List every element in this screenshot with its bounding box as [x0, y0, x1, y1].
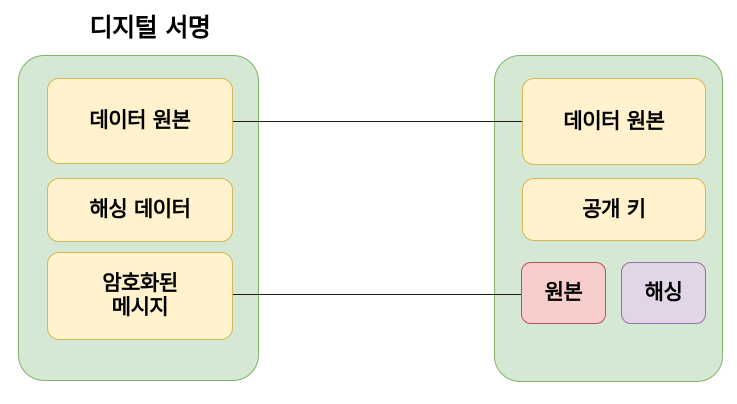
- node-label: 공개 키: [582, 196, 646, 221]
- node-label: 데이터 원본: [563, 108, 665, 133]
- node-public-key[interactable]: 공개 키: [522, 178, 706, 241]
- node-label-line-1: 암호화된: [102, 271, 178, 296]
- node-label-line-2: 메시지: [111, 295, 169, 319]
- node-data-source-right[interactable]: 데이터 원본: [522, 78, 706, 165]
- node-label: 원본: [544, 280, 583, 305]
- node-data-source-left[interactable]: 데이터 원본: [47, 78, 233, 164]
- node-hashed-data[interactable]: 해싱 데이터: [47, 178, 233, 242]
- node-label-multiline: 암호화된 메시지: [102, 271, 178, 319]
- node-original[interactable]: 원본: [521, 262, 606, 324]
- node-hashing[interactable]: 해싱: [621, 262, 706, 324]
- node-label: 해싱: [644, 280, 683, 305]
- connector-data-source-line: [232, 121, 523, 122]
- node-encrypted-message[interactable]: 암호화된 메시지: [47, 252, 233, 340]
- node-label: 데이터 원본: [89, 108, 191, 133]
- node-label: 해싱 데이터: [89, 197, 191, 222]
- connector-encrypted-message-line: [232, 294, 523, 295]
- diagram-title: 디지털 서명: [89, 13, 211, 42]
